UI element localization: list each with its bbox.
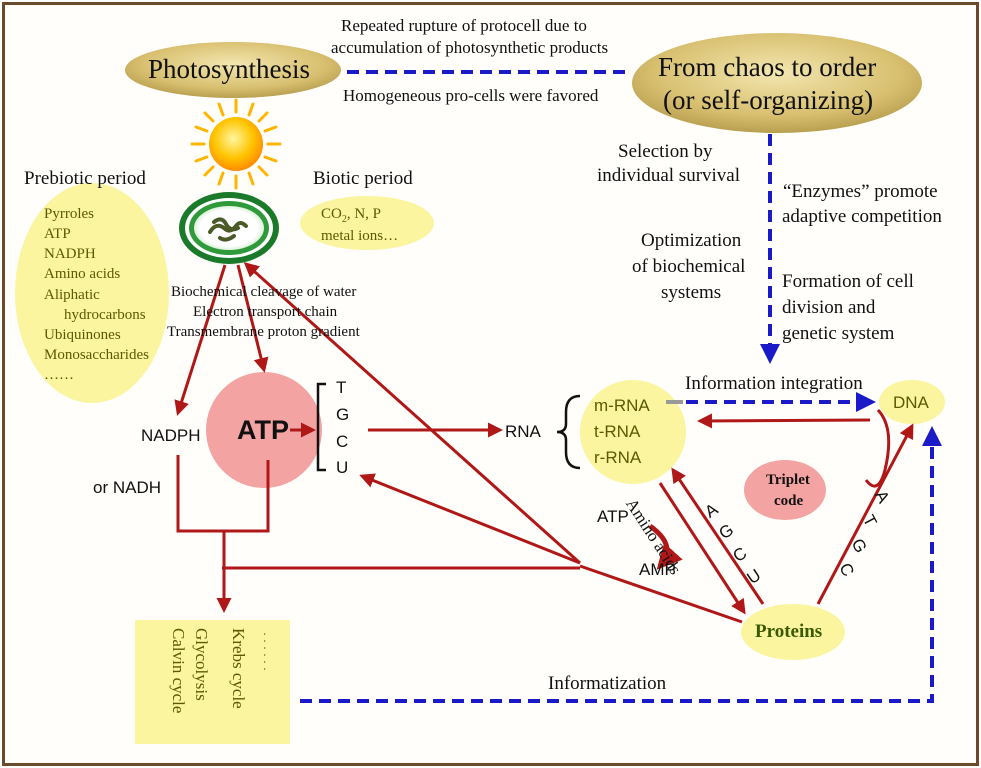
biotic-item-line2: metal ions… — [321, 228, 399, 244]
prebiotic-item: NADPH — [44, 246, 96, 262]
prebiotic-period-label: Prebiotic period — [24, 168, 146, 189]
atp-label: ATP — [237, 415, 289, 445]
nucleotide-c: C — [336, 432, 349, 451]
rrna-label: r-RNA — [594, 448, 642, 467]
biochem-line2: Electron transport chain — [193, 304, 338, 320]
informatization-label: Informatization — [548, 673, 667, 694]
formation-line3: genetic system — [782, 323, 895, 344]
homogeneous-label: Homogeneous pro-cells were favored — [343, 86, 599, 105]
chaos-order-ellipse — [632, 33, 922, 133]
photosynthesis-label: Photosynthesis — [148, 54, 311, 84]
arrow-proteins-dna — [816, 423, 914, 605]
dna-bubble — [879, 380, 945, 424]
np-text: , N, P — [346, 206, 382, 222]
nucleotide-g: G — [336, 405, 350, 424]
biotic-bubble — [300, 196, 434, 250]
rna-label: RNA — [505, 422, 541, 441]
triplet-bracket — [316, 382, 326, 472]
triplet-code-line1: Triplet — [766, 472, 810, 488]
prebiotic-item: ATP — [44, 226, 71, 242]
nadph-label: NADPH — [141, 426, 201, 445]
co2-text: CO — [321, 206, 342, 222]
trna-label: t-RNA — [594, 422, 641, 441]
arrow-nadph-metabolism — [176, 455, 270, 610]
arrow-cell-atp — [236, 264, 269, 373]
information-integration-label: Information integration — [685, 373, 863, 394]
chaos-order-line2: (or self-organizing) — [663, 85, 874, 115]
prebiotic-item: Amino acids — [44, 266, 121, 282]
enzymes-line1: “Enzymes” promote — [783, 181, 938, 202]
arrow-rna-proteins — [658, 482, 746, 615]
formation-line2: division and — [782, 297, 876, 318]
protocell-icon — [179, 192, 279, 264]
chaos-order-line1: From chaos to order — [658, 52, 877, 82]
arrow-junction-to-cell — [243, 261, 582, 565]
optimization-line3: systems — [661, 282, 722, 303]
biotic-period-label: Biotic period — [313, 168, 413, 189]
optimization-line2: of biochemical — [632, 256, 746, 277]
prebiotic-item: Monosaccharides — [44, 347, 149, 363]
biochem-line3: Transmembrane proton gradient — [167, 324, 360, 340]
atp-small-label: ATP — [597, 507, 629, 526]
metabolism-ellipsis: · · · · · · — [258, 632, 272, 671]
arrow-atp-amp — [648, 523, 683, 570]
rna-bubble — [580, 380, 686, 484]
arrow-proteins-rna — [671, 467, 765, 605]
dna-label: DNA — [893, 393, 929, 412]
selection-line2: individual survival — [597, 165, 741, 186]
link-informatization — [300, 426, 942, 703]
biotic-item-line1: CO2, N, P — [321, 206, 381, 225]
proteins-label: Proteins — [755, 621, 823, 642]
triplet-code-line2: code — [774, 493, 804, 509]
krebs-cycle-label: Krebs cycle — [229, 628, 248, 709]
proteins-bubble — [741, 604, 845, 660]
nucleotide-t: T — [336, 378, 347, 397]
glycolysis-label: Glycolysis — [192, 628, 211, 701]
nucleotide-u: U — [336, 458, 349, 477]
metabolism-box — [135, 620, 290, 744]
arrow-junction-to-triplet — [359, 473, 581, 565]
mrna-label: m-RNA — [594, 396, 650, 415]
enzymes-line2: adaptive competition — [782, 206, 942, 227]
arrow-dna-rna-loop — [700, 410, 891, 488]
photosynthesis-ellipse — [125, 42, 341, 98]
prebiotic-item: Aliphatic — [44, 287, 100, 303]
prebiotic-item: Pyrroles — [44, 206, 94, 222]
arrow-cell-nadph — [174, 264, 227, 416]
sun-icon — [190, 98, 282, 190]
optimization-line1: Optimization — [641, 230, 742, 251]
selection-line1: Selection by — [618, 141, 713, 162]
calvin-cycle-label: Calvin cycle — [169, 628, 188, 714]
prebiotic-item: …… — [44, 367, 74, 383]
atp-circle — [206, 372, 322, 488]
biochem-line1: Biochemical cleavage of water — [171, 284, 357, 300]
or-nadh-label: or NADH — [93, 478, 162, 497]
prebiotic-item: hydrocarbons — [64, 307, 146, 323]
prebiotic-bubble — [15, 183, 169, 403]
rupture-line2: accumulation of photosynthetic products — [331, 38, 609, 57]
co2-subscript: 2 — [341, 214, 347, 225]
triplet-code-circle — [744, 460, 826, 520]
link-proteins-junction — [579, 564, 743, 624]
prebiotic-item: Ubiquinones — [44, 327, 121, 343]
amp-label: AMP — [639, 560, 676, 579]
rupture-line1: Repeated rupture of protocell due to — [341, 16, 587, 35]
rna-bracket — [556, 394, 581, 470]
formation-line1: Formation of cell — [782, 271, 914, 292]
